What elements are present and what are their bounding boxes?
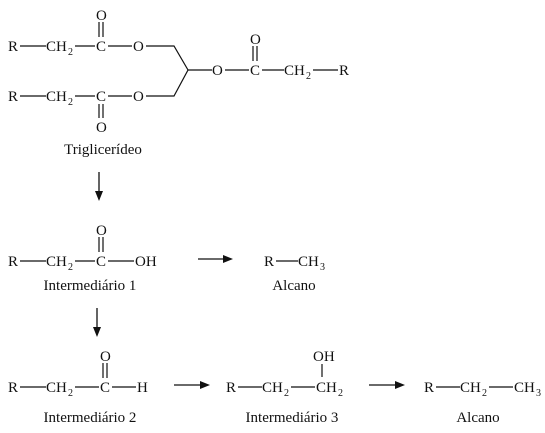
intermediate-3-label: Intermediário 3 — [246, 410, 339, 426]
subscript: 2 — [68, 97, 73, 108]
atom-ch: CH — [46, 380, 67, 396]
glycerol-backbone — [146, 45, 189, 97]
atom-ch: CH — [316, 380, 337, 396]
atom-o: O — [250, 32, 261, 48]
subscript: 2 — [68, 388, 73, 399]
atom-o: O — [96, 8, 107, 24]
atom-c: C — [96, 254, 106, 270]
atom-r: R — [8, 254, 18, 270]
atom-ch: CH — [46, 89, 67, 105]
arrow-down — [95, 172, 103, 201]
subscript: 2 — [68, 47, 73, 58]
atom-o: O — [96, 223, 107, 239]
atom-ch: CH — [262, 380, 283, 396]
intermediate-3-structure: R CH 2 CH 2 OH — [226, 349, 343, 399]
atom-oh: OH — [135, 254, 157, 270]
atom-o: O — [133, 89, 144, 105]
atom-c: C — [96, 89, 106, 105]
atom-r: R — [264, 254, 274, 270]
alkane-a-structure: R CH 3 — [264, 254, 325, 273]
atom-h: H — [137, 380, 148, 396]
subscript: 2 — [338, 388, 343, 399]
subscript: 3 — [536, 388, 541, 399]
atom-ch: CH — [514, 380, 535, 396]
triglyceride-structure: R CH 2 C O O R CH 2 C O O O C O CH 2 — [8, 8, 349, 136]
atom-r: R — [8, 89, 18, 105]
alkane-b-label: Alcano — [456, 410, 499, 426]
arrow-right — [198, 255, 233, 263]
arrow-right — [369, 381, 405, 389]
atom-r: R — [8, 39, 18, 55]
atom-r: R — [226, 380, 236, 396]
intermediate-1-structure: R CH 2 C O OH — [8, 223, 157, 273]
subscript: 2 — [68, 262, 73, 273]
subscript: 2 — [284, 388, 289, 399]
atom-o: O — [133, 39, 144, 55]
subscript: 2 — [306, 71, 311, 82]
atom-o: O — [96, 120, 107, 136]
atom-r: R — [339, 63, 349, 79]
alkane-a-label: Alcano — [272, 278, 315, 294]
atom-o: O — [212, 63, 223, 79]
subscript: 2 — [482, 388, 487, 399]
intermediate-2-label: Intermediário 2 — [44, 410, 137, 426]
arrow-down — [93, 308, 101, 337]
atom-oh: OH — [313, 349, 335, 365]
atom-ch: CH — [46, 39, 67, 55]
triglyceride-label: Triglicerídeo — [64, 142, 142, 158]
subscript: 3 — [320, 262, 325, 273]
atom-ch: CH — [460, 380, 481, 396]
atom-c: C — [250, 63, 260, 79]
arrow-right — [174, 381, 210, 389]
atom-r: R — [8, 380, 18, 396]
atom-r: R — [424, 380, 434, 396]
intermediate-2-structure: R CH 2 C O H — [8, 349, 148, 399]
alkane-b-structure: R CH 2 CH 3 — [424, 380, 541, 399]
intermediate-1-label: Intermediário 1 — [44, 278, 137, 294]
atom-o: O — [100, 349, 111, 365]
atom-ch: CH — [298, 254, 319, 270]
atom-c: C — [96, 39, 106, 55]
atom-ch: CH — [46, 254, 67, 270]
atom-c: C — [100, 380, 110, 396]
atom-ch: CH — [284, 63, 305, 79]
